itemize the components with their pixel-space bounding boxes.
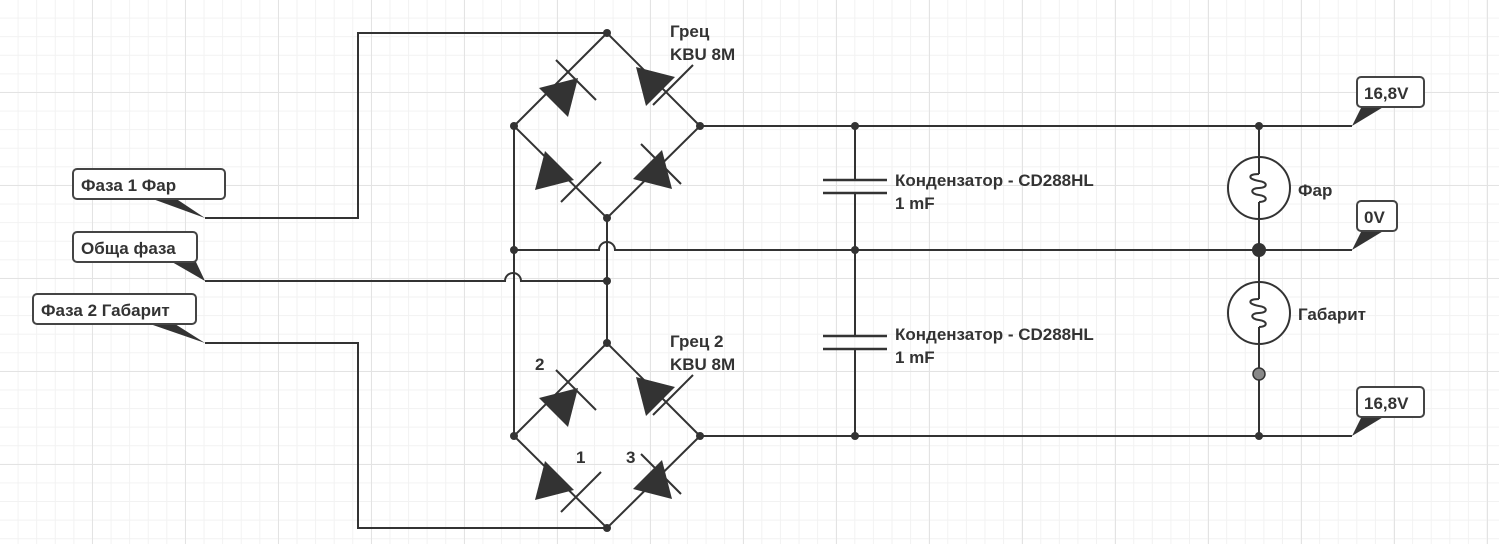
lamp-far-symbol — [1227, 156, 1291, 220]
callout-v-zero: 0V — [1352, 200, 1398, 250]
wire-0v-rail — [514, 241, 1352, 251]
node — [851, 432, 859, 440]
wires — [205, 31, 1352, 530]
bridge1-name: Грец — [670, 22, 710, 41]
capacitor-1-symbol — [823, 178, 887, 195]
wire-phase1 — [205, 32, 607, 219]
lamp-far-label: Фар — [1298, 181, 1332, 200]
wire-phase2 — [205, 342, 607, 529]
label-v-bottom: 16,8V — [1364, 394, 1409, 413]
node — [603, 277, 611, 285]
capacitor1-value: 1 mF — [895, 194, 935, 213]
pin-number-3: 3 — [626, 448, 635, 467]
pin-number-2: 2 — [535, 355, 544, 374]
node — [1252, 243, 1266, 257]
lamp-gabarit-symbol — [1227, 281, 1291, 345]
label-v-top: 16,8V — [1364, 84, 1409, 103]
label-phase2: Фаза 2 Габарит — [41, 301, 170, 320]
lamp-gabarit-label: Габарит — [1298, 305, 1366, 324]
bridge2-model: KBU 8M — [670, 355, 735, 374]
pin-number-1: 1 — [576, 448, 585, 467]
callout-common-phase: Обща фаза — [72, 231, 205, 281]
node — [1252, 367, 1266, 381]
diode-b1-lower-left — [535, 151, 602, 203]
node — [1255, 432, 1263, 440]
bridge1-model: KBU 8M — [670, 45, 735, 64]
diode-b2-upper-left — [539, 369, 597, 427]
diode-b1-upper-left — [539, 59, 597, 117]
diode-b1-lower-right — [633, 143, 682, 189]
diode-b1-upper-right — [636, 64, 694, 106]
node — [603, 339, 611, 347]
label-common-phase: Обща фаза — [81, 239, 176, 258]
callout-phase1: Фаза 1 Фар — [72, 168, 226, 218]
diode-b2-lower-right — [633, 453, 682, 499]
wire-common-phase — [205, 272, 607, 282]
node — [851, 246, 859, 254]
node — [696, 122, 704, 130]
node — [510, 432, 518, 440]
node — [1255, 122, 1263, 130]
capacitor2-name: Кондензатор - CD288HL — [895, 325, 1094, 344]
label-phase1: Фаза 1 Фар — [81, 176, 176, 195]
diode-b2-lower-left — [535, 461, 602, 513]
node — [696, 432, 704, 440]
node — [510, 122, 518, 130]
capacitor1-name: Кондензатор - CD288HL — [895, 171, 1094, 190]
label-v-zero: 0V — [1364, 208, 1385, 227]
callout-v-top: 16,8V — [1352, 76, 1425, 126]
node — [603, 214, 611, 222]
node — [510, 246, 518, 254]
node — [603, 29, 611, 37]
callout-phase2: Фаза 2 Габарит — [32, 293, 205, 343]
node — [851, 122, 859, 130]
diodes — [535, 59, 694, 513]
diode-b2-upper-right — [636, 374, 694, 416]
capacitor2-value: 1 mF — [895, 348, 935, 367]
capacitor-2-symbol — [823, 334, 887, 351]
node — [603, 524, 611, 532]
bridge2-name: Грец 2 — [670, 332, 723, 351]
callout-v-bottom: 16,8V — [1352, 386, 1425, 436]
junction-nodes — [510, 29, 1266, 532]
